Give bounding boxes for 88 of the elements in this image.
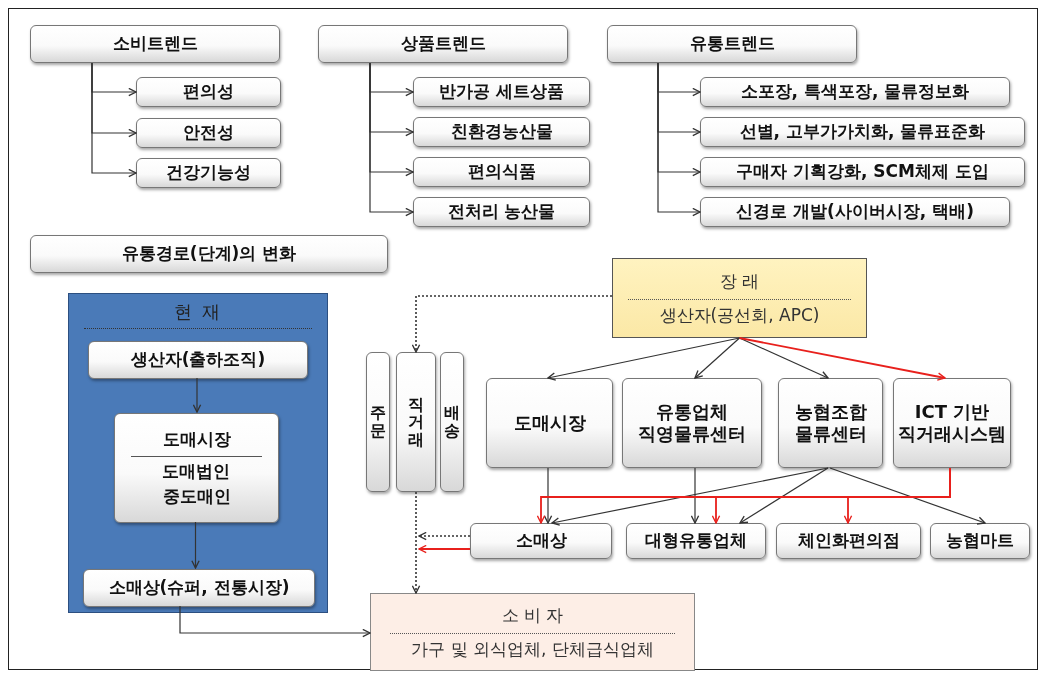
rounded-box (413, 77, 590, 107)
rounded-box (470, 523, 612, 559)
box-label: 전처리 농산물 (447, 200, 556, 224)
box-label: 유통트렌드 (689, 32, 775, 56)
arrow (179, 605, 371, 638)
arrow (411, 491, 421, 594)
box-label: 유통경로(단계)의 변화 (121, 242, 297, 266)
box-label: 안전성 (183, 121, 234, 145)
rounded-box (318, 25, 568, 63)
arrow (690, 467, 700, 524)
arrow (551, 467, 829, 526)
arrow (91, 62, 137, 178)
rounded-box (413, 197, 590, 227)
rounded-box (413, 117, 590, 147)
vertical-bar (440, 352, 464, 492)
arrow (369, 62, 414, 217)
box-label: 도매법인 (131, 455, 262, 485)
rounded-box (700, 117, 1025, 147)
box-label: 농협조합 물류센터 (793, 399, 868, 446)
box-label: 신경로 개발(사이버시장, 택배) (736, 200, 974, 224)
box-label: 유통업체 직영물류센터 (637, 399, 747, 446)
rounded-box (930, 523, 1030, 559)
rounded-box (136, 77, 281, 107)
rounded-box (778, 378, 883, 468)
box-label: 농협마트 (946, 529, 1014, 553)
box-heading: 소 비 자 (501, 603, 564, 627)
box-label: 직거래 (408, 393, 424, 451)
box-label: 가구 및 외식업체, 단체급식업체 (390, 632, 675, 663)
box-label: 배송 (444, 402, 460, 442)
arrow (657, 62, 701, 217)
arrow (192, 377, 202, 413)
rounded-box (83, 569, 315, 607)
rounded-box (776, 523, 921, 559)
box-label: 소매상 (515, 529, 567, 553)
rounded-box (700, 197, 1010, 227)
rounded-box (30, 25, 280, 63)
arrow (191, 521, 200, 569)
rounded-box (486, 378, 613, 468)
box-label: 소비트렌드 (112, 32, 198, 56)
rounded-box (413, 157, 590, 187)
box-label: 주문 (370, 402, 386, 442)
arrow (418, 544, 471, 554)
rounded-box (893, 378, 1011, 468)
arrow (418, 531, 471, 541)
rounded-box (88, 341, 308, 379)
box-label: ICT 기반 직거래시스템 (898, 399, 1006, 446)
arrow (829, 467, 986, 525)
arrow (738, 337, 829, 379)
panel (68, 293, 328, 613)
rounded-box (136, 158, 281, 188)
box-label: 도매시장 (513, 410, 586, 435)
box-label: 소매상(슈퍼, 전통시장) (108, 576, 290, 600)
arrow (843, 467, 951, 524)
rounded-box (30, 235, 388, 273)
rounded-box (622, 378, 762, 468)
arrow (547, 337, 741, 381)
rounded-box (114, 413, 279, 523)
box-label: 친환경농산물 (450, 120, 553, 144)
arrow (738, 337, 946, 381)
box-label: 편의성 (183, 80, 234, 104)
box-label: 반가공 세트상품 (439, 80, 564, 104)
arrow (543, 467, 553, 524)
box-heading: 장 래 (719, 269, 760, 293)
box-label: 상품트렌드 (400, 32, 486, 56)
rounded-box (626, 523, 766, 559)
rounded-box (700, 77, 1010, 107)
header-box (612, 258, 867, 338)
arrow (411, 295, 613, 353)
vertical-bar (396, 352, 436, 492)
rounded-box (607, 25, 857, 63)
vertical-bar (366, 352, 390, 492)
box-label: 편의식품 (467, 160, 536, 184)
box-label: 체인화편의점 (797, 529, 900, 553)
box-label: 생산자(공선회, APC) (628, 298, 851, 329)
box-label: 소포장, 특색포장, 물류정보화 (740, 80, 970, 104)
box-label: 선별, 고부가가치화, 물류표준화 (739, 120, 986, 144)
arrow (694, 337, 741, 379)
rounded-box (700, 157, 1025, 187)
box-label: 생산자(출하조직) (130, 348, 266, 372)
box-label: 현 재 (173, 300, 223, 324)
box-heading: 도매시장 (162, 427, 231, 451)
arrow (739, 467, 829, 524)
header-box (370, 593, 695, 671)
box-label: 건강기능성 (166, 161, 251, 185)
box-label: 대형유통업체 (645, 529, 747, 553)
box-label: 중도매인 (162, 485, 231, 509)
rounded-box (136, 118, 281, 148)
box-label: 구매자 기획강화, SCM체제 도입 (736, 160, 989, 184)
